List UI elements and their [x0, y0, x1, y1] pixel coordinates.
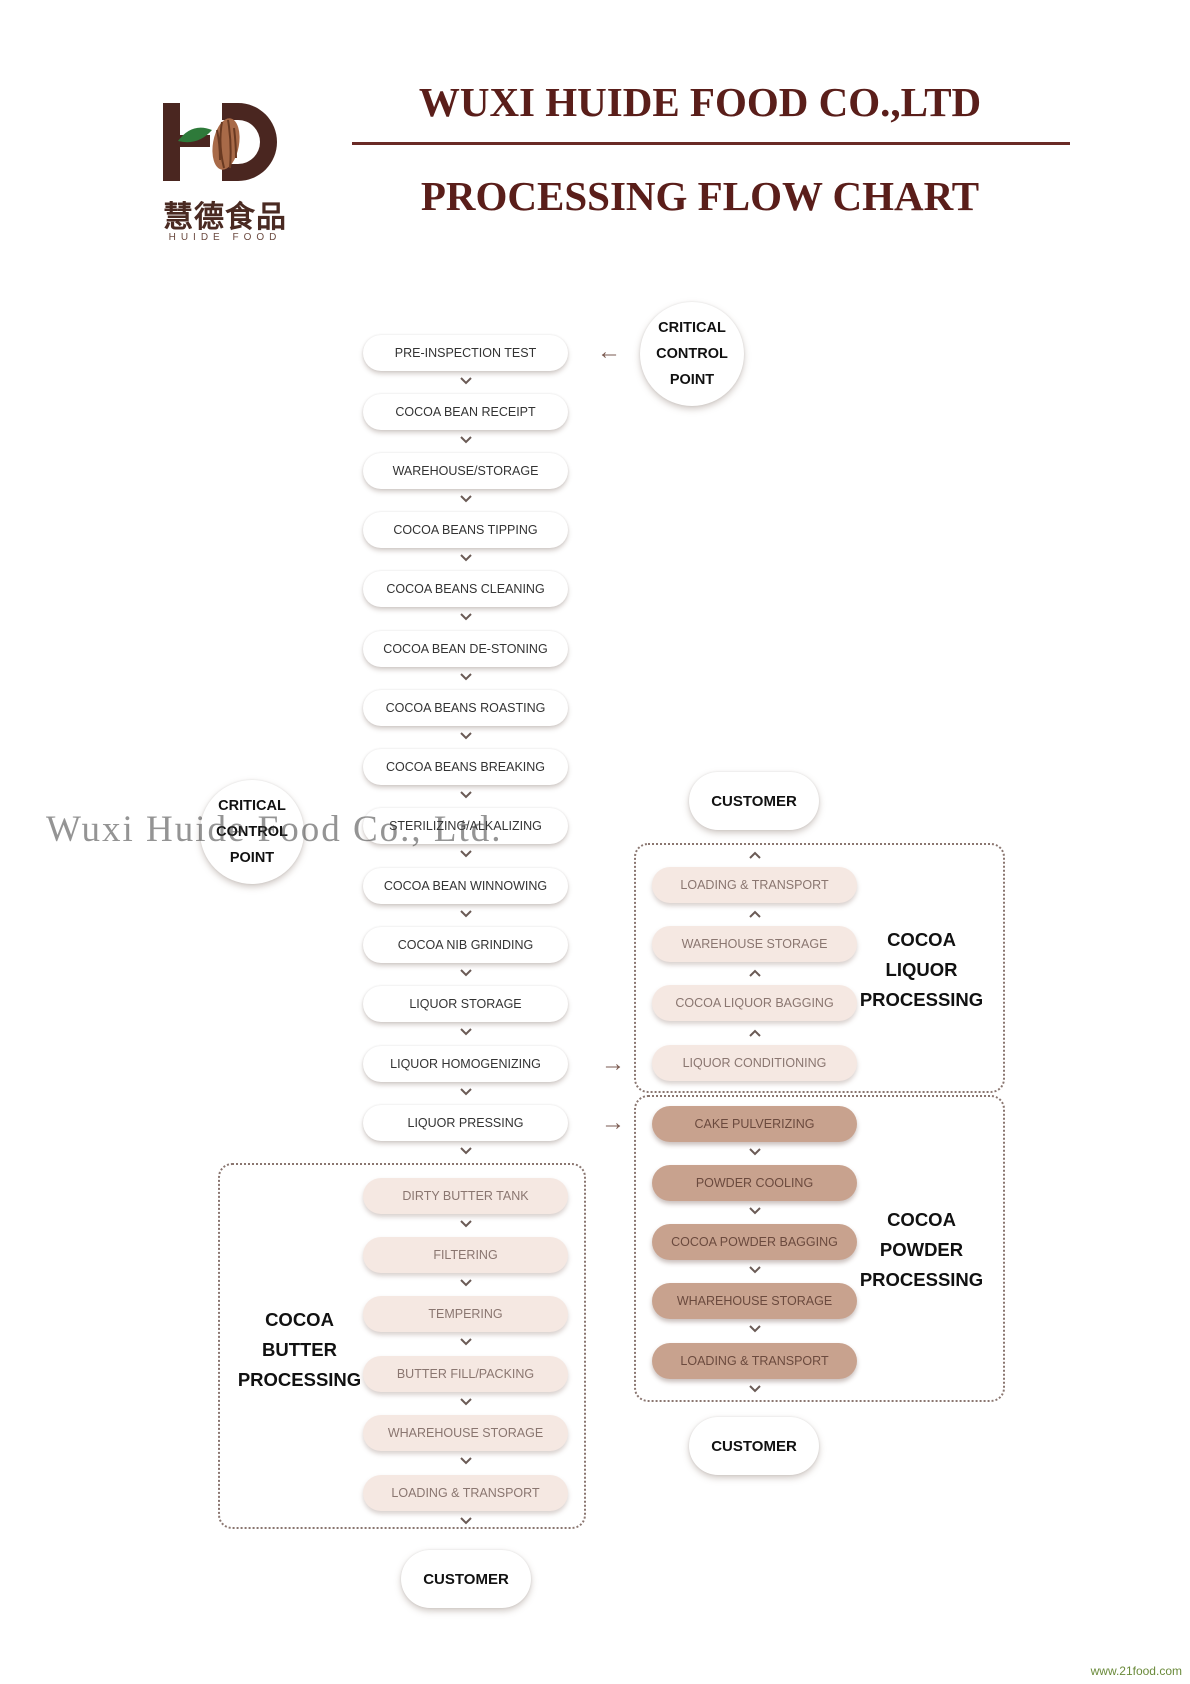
- step-pre-inspection-test: PRE-INSPECTION TEST: [363, 335, 568, 371]
- chevron-down-icon: [749, 1148, 761, 1156]
- step-liquor-conditioning: LIQUOR CONDITIONING: [652, 1045, 857, 1081]
- chevron-down-icon: [460, 1279, 472, 1287]
- chevron-down-icon: [460, 377, 472, 385]
- critical-control-point-top: CRITICAL CONTROL POINT: [640, 302, 744, 406]
- logo-chinese-name: 慧德食品: [163, 200, 287, 235]
- chevron-up-icon: [749, 969, 761, 977]
- chevron-down-icon: [749, 1266, 761, 1274]
- logo-english-name: HUIDE FOOD: [168, 232, 282, 243]
- page-title: PROCESSING FLOW CHART: [420, 173, 980, 219]
- chevron-down-icon: [460, 791, 472, 799]
- chevron-down-icon: [460, 732, 472, 740]
- step-cake-pulverizing: CAKE PULVERIZING: [652, 1106, 857, 1142]
- chevron-down-icon: [749, 1207, 761, 1215]
- step-powder-loading-transport: LOADING & TRANSPORT: [652, 1343, 857, 1379]
- step-tempering: TEMPERING: [363, 1296, 568, 1332]
- powder-processing-label: COCOA POWDER PROCESSING: [859, 1209, 984, 1290]
- company-name: WUXI HUIDE FOOD CO.,LTD: [418, 79, 982, 125]
- watermark: Wuxi Huide Food Co., Ltd.: [46, 809, 503, 850]
- step-powder-warehouse-storage: WHAREHOUSE STORAGE: [652, 1283, 857, 1319]
- chevron-down-icon: [460, 969, 472, 977]
- chevron-down-icon: [460, 850, 472, 858]
- step-cocoa-bean-winnowing: COCOA BEAN WINNOWING: [363, 868, 568, 904]
- chevron-up-icon: [749, 851, 761, 859]
- step-liquor-pressing: LIQUOR PRESSING: [363, 1105, 568, 1141]
- chevron-down-icon: [749, 1325, 761, 1333]
- step-butter-warehouse-storage: WHAREHOUSE STORAGE: [363, 1415, 568, 1451]
- step-cocoa-beans-tipping: COCOA BEANS TIPPING: [363, 512, 568, 548]
- right-arrow-icon: →: [601, 1050, 625, 1077]
- step-cocoa-beans-cleaning: COCOA BEANS CLEANING: [363, 571, 568, 607]
- step-cocoa-nib-grinding: COCOA NIB GRINDING: [363, 927, 568, 963]
- customer-powder: CUSTOMER: [689, 1417, 819, 1475]
- chevron-down-icon: [460, 554, 472, 562]
- step-butter-loading-transport: LOADING & TRANSPORT: [363, 1475, 568, 1511]
- chevron-down-icon: [460, 1517, 472, 1525]
- step-warehouse-storage: WAREHOUSE/STORAGE: [363, 453, 568, 489]
- step-cocoa-powder-bagging: COCOA POWDER BAGGING: [652, 1224, 857, 1260]
- chevron-down-icon: [460, 613, 472, 621]
- step-liquor-loading-transport: LOADING & TRANSPORT: [652, 867, 857, 903]
- step-cocoa-bean-de-stoning: COCOA BEAN DE-STONING: [363, 631, 568, 667]
- right-arrow-icon: →: [601, 1109, 625, 1136]
- butter-processing-group: [218, 1163, 586, 1529]
- step-liquor-homogenizing: LIQUOR HOMOGENIZING: [363, 1046, 568, 1082]
- step-cocoa-beans-breaking: COCOA BEANS BREAKING: [363, 749, 568, 785]
- chevron-up-icon: [749, 1029, 761, 1037]
- powder-processing-group: [634, 1095, 1005, 1402]
- chevron-down-icon: [460, 1028, 472, 1036]
- customer-butter: CUSTOMER: [401, 1550, 531, 1608]
- chevron-down-icon: [460, 910, 472, 918]
- chevron-down-icon: [749, 1385, 761, 1393]
- customer-liquor: CUSTOMER: [689, 772, 819, 830]
- chevron-down-icon: [460, 1220, 472, 1228]
- step-cocoa-beans-roasting: COCOA BEANS ROASTING: [363, 690, 568, 726]
- butter-processing-label: COCOA BUTTER PROCESSING: [237, 1309, 362, 1390]
- chevron-down-icon: [460, 673, 472, 681]
- left-arrow-icon: ←: [597, 338, 621, 365]
- chevron-up-icon: [749, 910, 761, 918]
- step-liquor-storage: LIQUOR STORAGE: [363, 986, 568, 1022]
- step-dirty-butter-tank: DIRTY BUTTER TANK: [363, 1178, 568, 1214]
- chevron-down-icon: [460, 1147, 472, 1155]
- chevron-down-icon: [460, 1088, 472, 1096]
- chevron-down-icon: [460, 495, 472, 503]
- chevron-down-icon: [460, 1457, 472, 1465]
- title-divider: [352, 142, 1070, 145]
- liquor-processing-label: COCOA LIQUOR PROCESSING: [859, 929, 984, 1010]
- huide-logo-icon: [163, 103, 277, 181]
- step-butter-fill-packing: BUTTER FILL/PACKING: [363, 1356, 568, 1392]
- chevron-down-icon: [460, 1338, 472, 1346]
- chevron-down-icon: [460, 1398, 472, 1406]
- liquor-processing-group: [634, 843, 1005, 1093]
- source-site: www.21food.com: [1090, 1664, 1182, 1678]
- chevron-down-icon: [460, 436, 472, 444]
- step-powder-cooling: POWDER COOLING: [652, 1165, 857, 1201]
- step-filtering: FILTERING: [363, 1237, 568, 1273]
- step-cocoa-liquor-bagging: COCOA LIQUOR BAGGING: [652, 985, 857, 1021]
- step-liquor-warehouse-storage: WAREHOUSE STORAGE: [652, 926, 857, 962]
- critical-control-point-side: CRITICAL CONTROL POINT: [200, 780, 304, 884]
- step-cocoa-bean-receipt: COCOA BEAN RECEIPT: [363, 394, 568, 430]
- step-sterilizing-alkalizing: STERILIZING/ALKALIZING: [363, 808, 568, 844]
